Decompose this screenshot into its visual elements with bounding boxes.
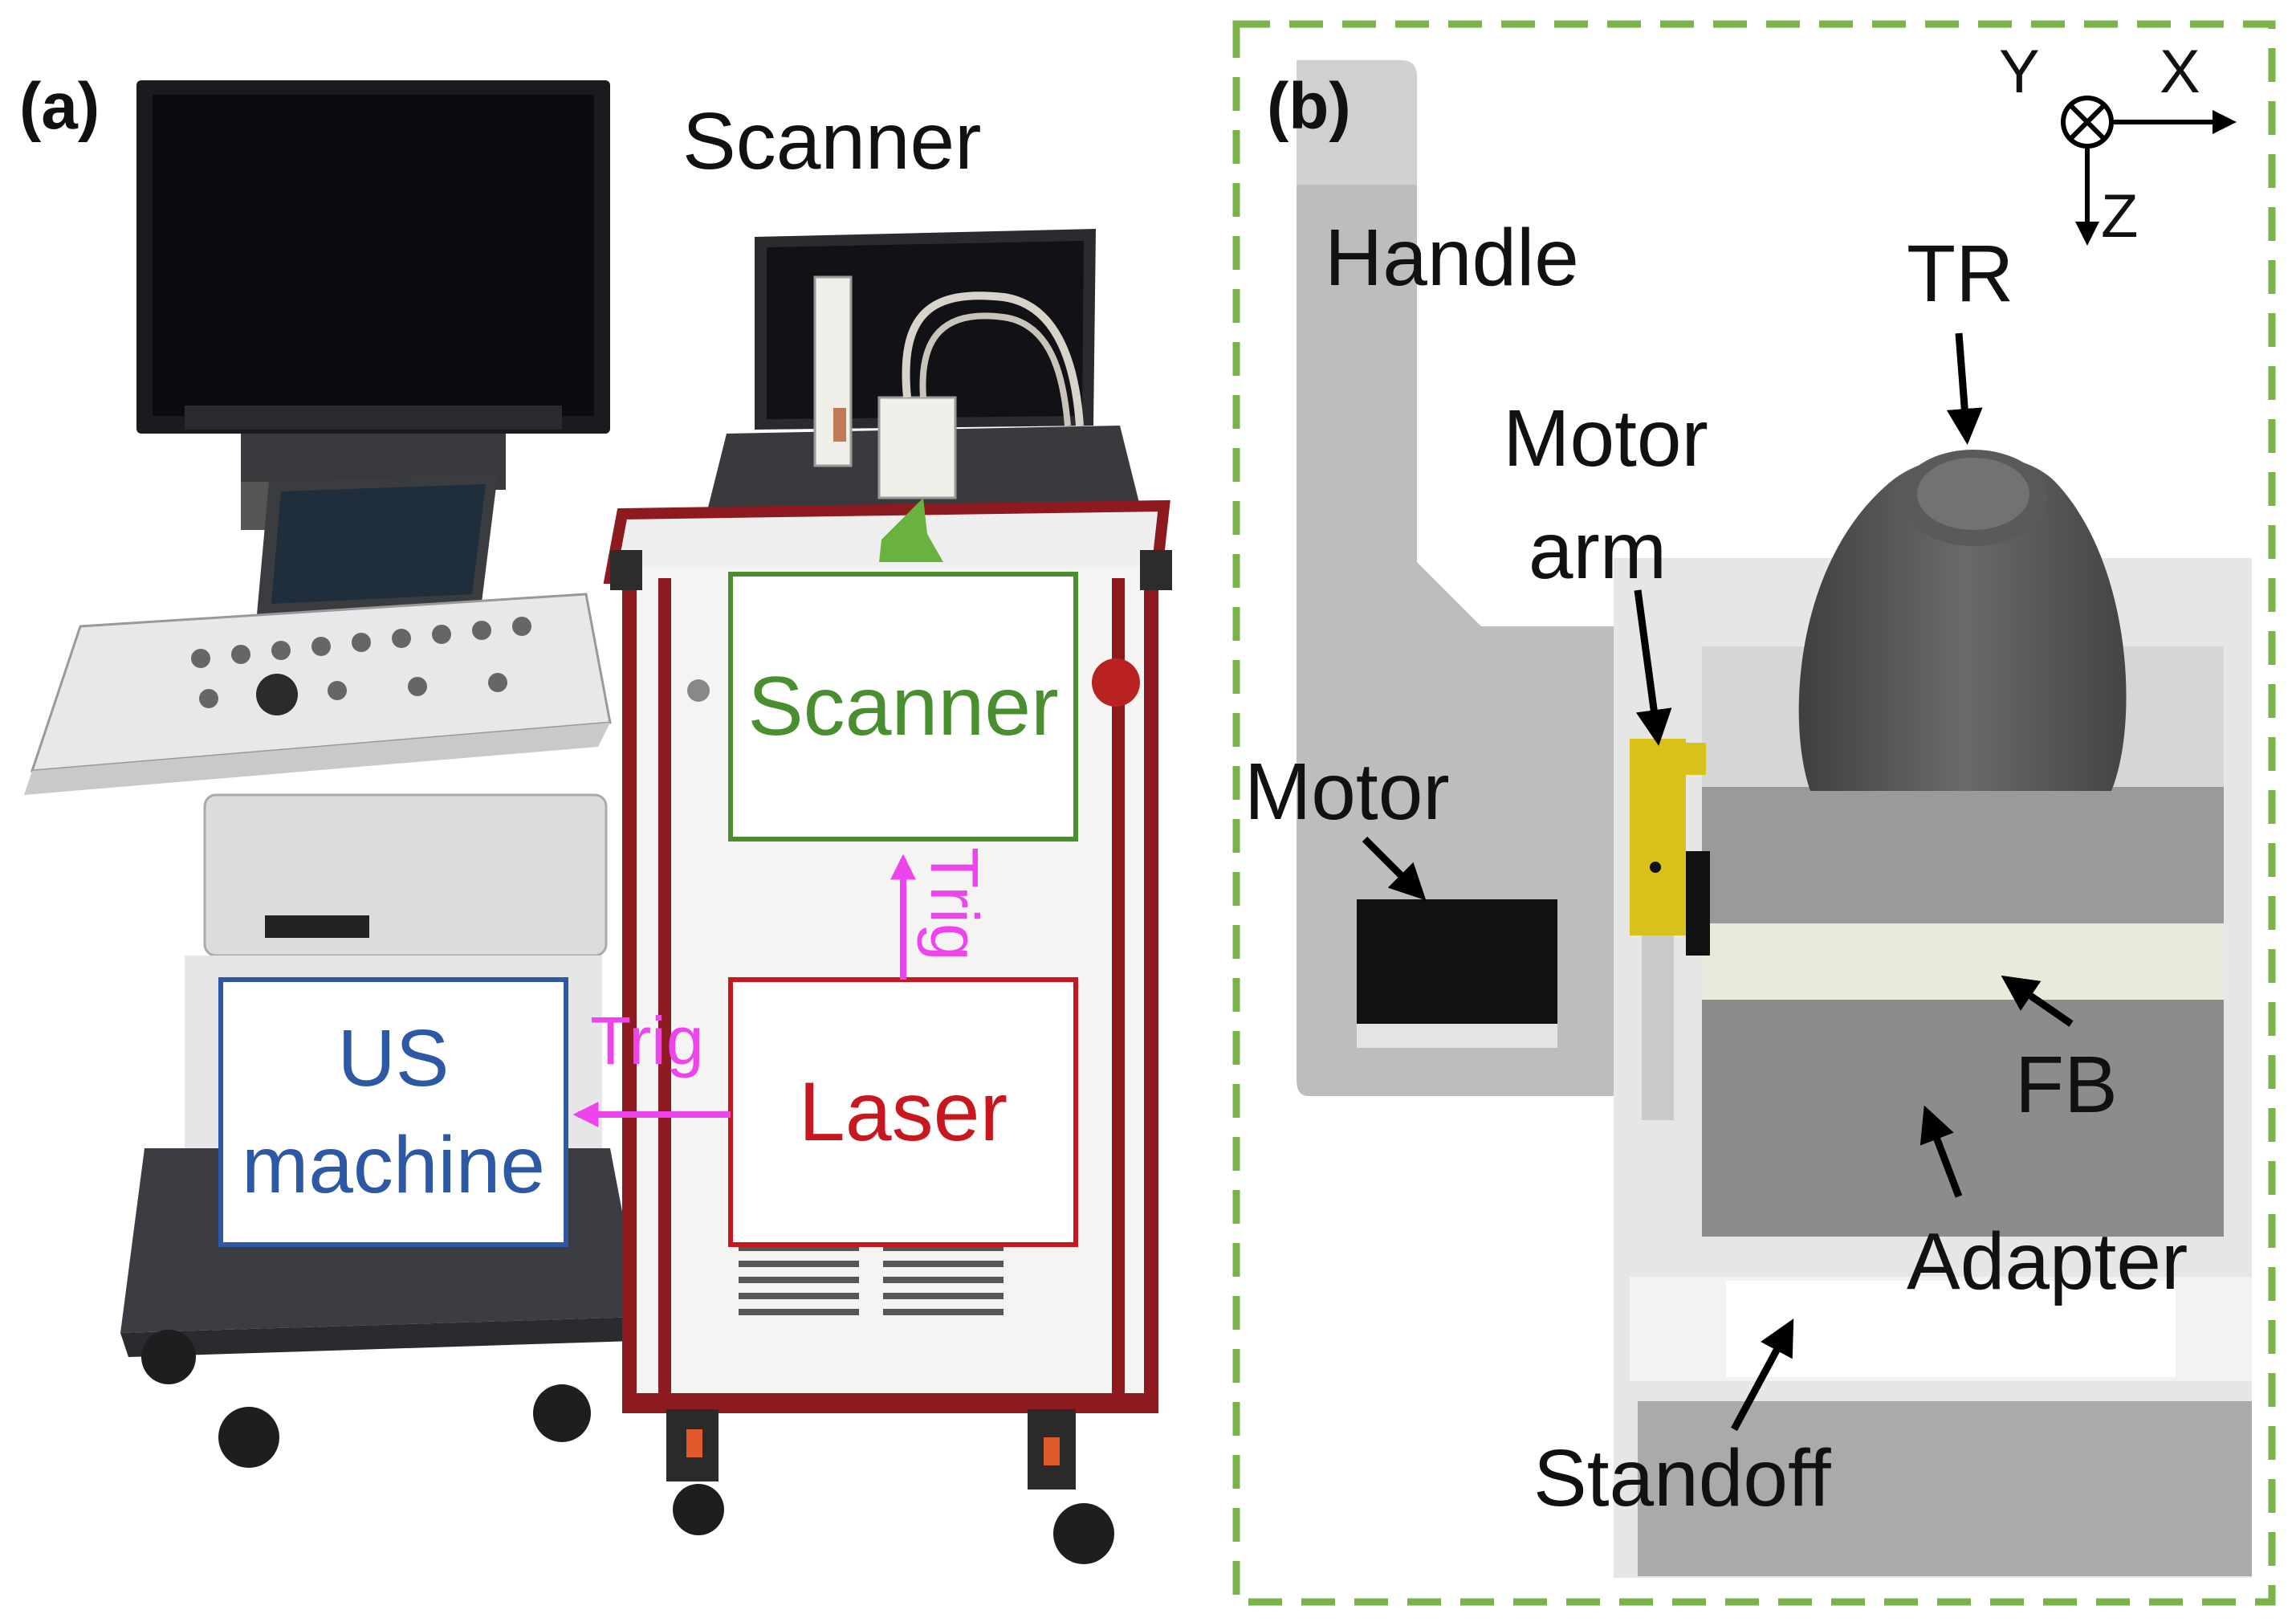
handle-shape: [1297, 60, 1614, 1096]
panel-a: (a) Scanner Scanner Laser US machine Tri…: [19, 70, 1172, 1564]
us-machine-box: [218, 977, 568, 1247]
motor-arm-label-line2: arm: [1529, 506, 1667, 596]
us-machine-label-line2: machine: [242, 1120, 545, 1210]
scanner-pointer-arrow: [879, 498, 943, 562]
motor-arm-pointer-arrow: [1634, 589, 1672, 746]
standoff-block: [1638, 1401, 2252, 1576]
motor-arm-shape: [1630, 739, 1686, 935]
axis-z-label: Z: [2101, 182, 2138, 251]
scanner-device-illustration: [813, 275, 1084, 499]
laser-box: [728, 977, 1078, 1247]
panel-a-tag: (a): [19, 70, 100, 143]
axis-y-label: Y: [1999, 38, 2040, 106]
laser-box-label: Laser: [799, 1066, 1008, 1159]
scanner-box: [728, 572, 1078, 842]
scanner-box-label: Scanner: [747, 660, 1058, 753]
photo-scanner-caption: Scanner: [682, 96, 981, 186]
panel-b-tag: (b): [1267, 70, 1351, 143]
motor-shape: [1357, 899, 1557, 1024]
standoff-pointer-arrow: [1731, 1318, 1794, 1432]
us-machine-label-line1: US: [338, 1013, 450, 1103]
fb-block: [1702, 923, 2224, 1000]
adapter-label: Adapter: [1907, 1216, 2188, 1306]
ultrasound-machine-illustration: [24, 80, 642, 1468]
motor-arm-label-line1: Motor: [1503, 393, 1708, 483]
motor-label: Motor: [1244, 747, 1450, 837]
transducer-shape: [1798, 454, 2127, 791]
axis-x-label: X: [2160, 38, 2200, 106]
tr-label: TR: [1907, 229, 2013, 319]
motor-pointer-arrow: [1362, 836, 1427, 901]
axes-symbol: [2061, 96, 2237, 246]
fb-label: FB: [2015, 1040, 2118, 1130]
adapter-pointer-arrow: [1919, 1105, 1963, 1198]
panel-b-frame: [1232, 20, 2276, 1606]
standoff-label: Standoff: [1533, 1433, 1831, 1523]
trig-vertical-label: Trig: [917, 847, 992, 961]
trig-horizontal-label: Trig: [590, 1003, 704, 1078]
panel-b: X Y Z (b) Handle TR Motor arm Motor FB A…: [1232, 20, 2276, 1606]
tr-pointer-arrow: [1946, 332, 1983, 445]
handle-label: Handle: [1325, 213, 1579, 303]
fb-pointer-arrow: [2001, 975, 2074, 1027]
